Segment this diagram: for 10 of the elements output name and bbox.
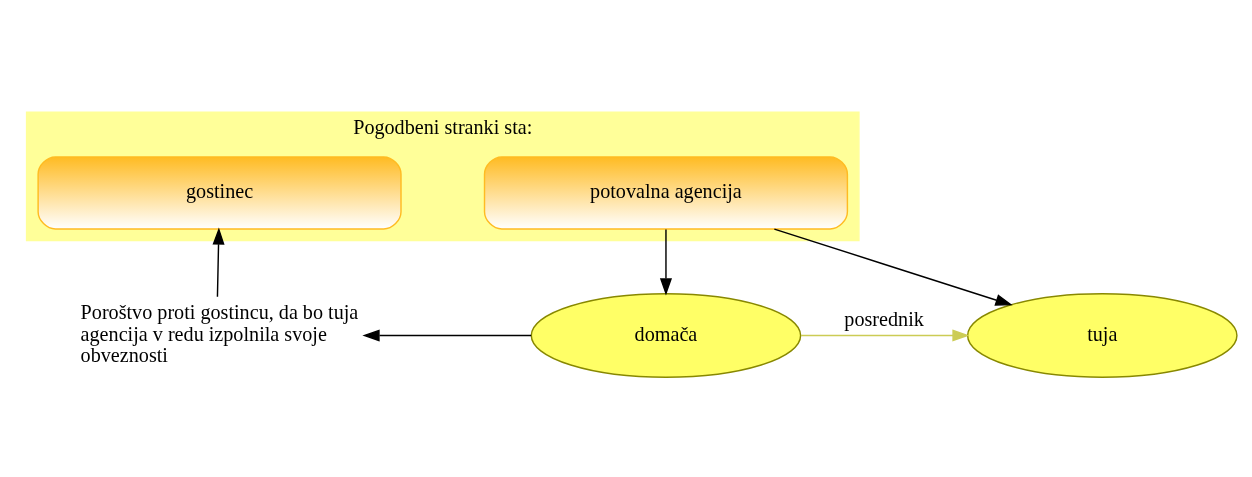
node-text: Poroštvo proti gostincu, da bo tuja agencija v redu izpolnila svoje obveznosti (80, 300, 359, 366)
node-box: gostinec (37, 155, 402, 230)
arrow (773, 227, 1013, 306)
arrow (800, 328, 970, 342)
edge-label: posrednik (844, 307, 924, 330)
arrow (659, 228, 672, 296)
node-box: potovalna agencija (483, 155, 849, 230)
node-ellipse: domača (530, 292, 802, 378)
arrow (362, 328, 532, 342)
arrow (212, 226, 225, 298)
